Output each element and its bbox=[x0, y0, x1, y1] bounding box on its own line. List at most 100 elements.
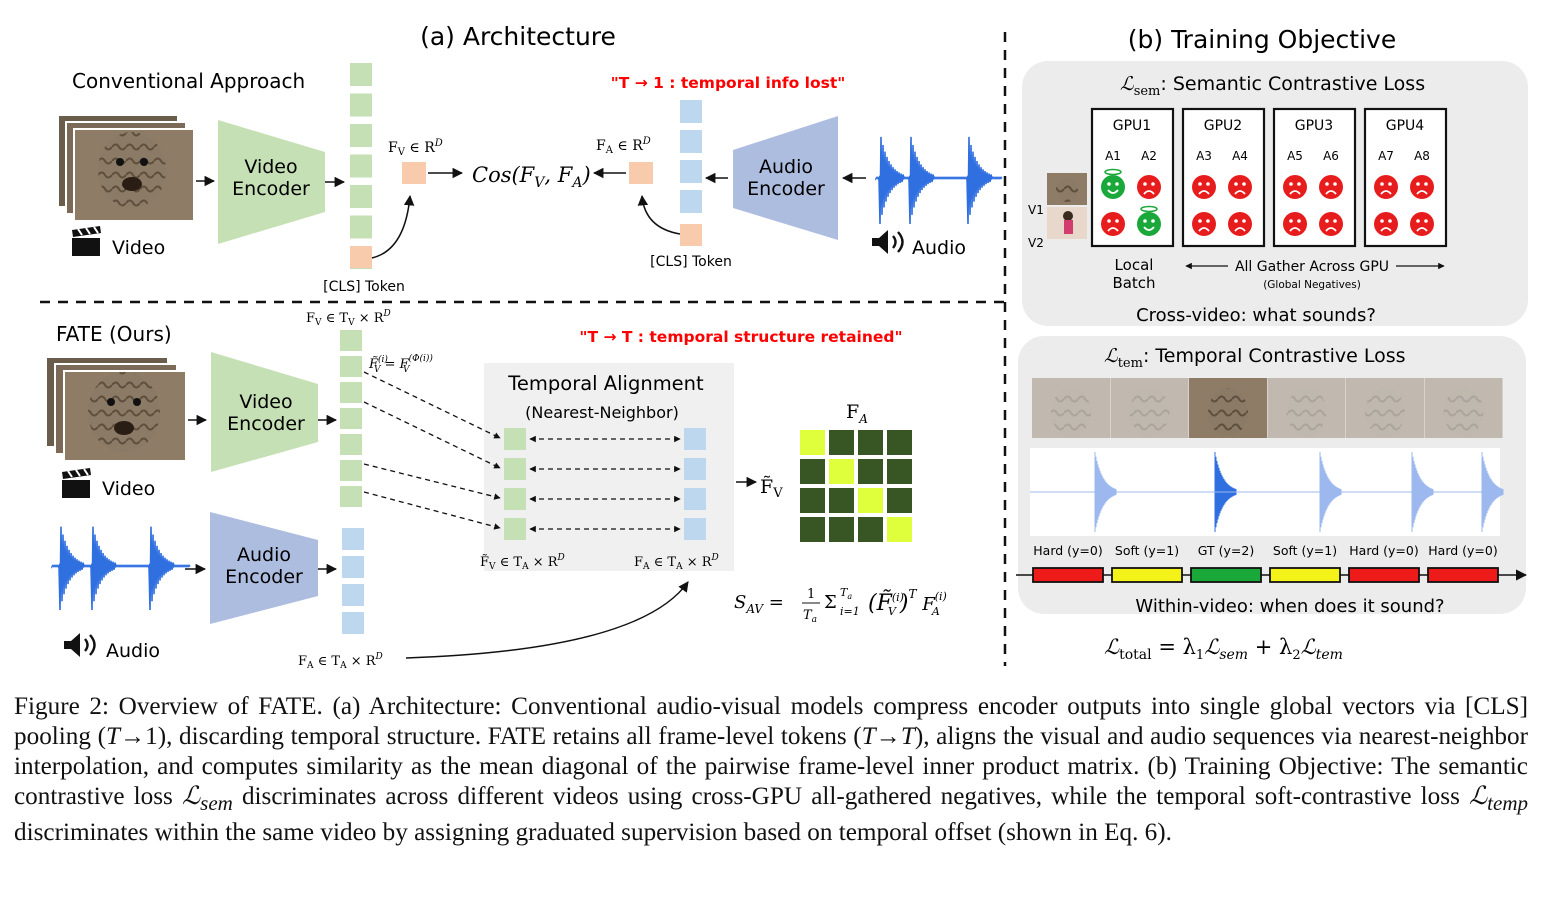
token bbox=[504, 488, 526, 510]
frame bbox=[1110, 378, 1189, 438]
frame bbox=[1346, 378, 1424, 438]
matrix-cell bbox=[800, 459, 825, 484]
nn-arrow bbox=[363, 371, 501, 439]
negative-face-icon bbox=[1101, 212, 1125, 236]
local-batch-label: Local bbox=[1115, 256, 1154, 274]
audio-label-top: Audio bbox=[912, 237, 966, 259]
token bbox=[684, 458, 706, 480]
dog-head bbox=[1051, 388, 1091, 436]
face-eye bbox=[1234, 182, 1238, 186]
face-mouth bbox=[1107, 227, 1119, 232]
face-mouth bbox=[1416, 227, 1428, 232]
negative-face-icon bbox=[1283, 212, 1307, 236]
temporal-timeline: Hard (y=0)Soft (y=1)GT (y=2)Soft (y=1)Ha… bbox=[1016, 543, 1528, 583]
negative-face-icon bbox=[1192, 212, 1216, 236]
audio-encoder-top bbox=[733, 116, 838, 240]
face-mouth bbox=[1325, 190, 1337, 195]
face-eye bbox=[1206, 182, 1210, 186]
score-sum: Σ bbox=[824, 592, 837, 613]
fa-pooled bbox=[629, 162, 653, 184]
alignment-links bbox=[529, 435, 681, 533]
video-token-column-bottom bbox=[340, 330, 362, 507]
token bbox=[340, 382, 362, 403]
local-batch-label-2: Batch bbox=[1112, 274, 1155, 292]
temporal-retained-note: "T → T : temporal structure retained" bbox=[579, 328, 902, 346]
face-eye bbox=[1198, 219, 1202, 223]
conventional-heading: Conventional Approach bbox=[72, 69, 305, 93]
matrix-cell bbox=[858, 517, 883, 542]
face-mouth bbox=[1289, 227, 1301, 232]
matrix-cell bbox=[887, 459, 912, 484]
cls-token-audio-label: [CLS] Token bbox=[650, 254, 732, 270]
video-label-top: Video bbox=[112, 237, 165, 259]
face-eye bbox=[1234, 219, 1238, 223]
clapperboard-icon bbox=[62, 468, 91, 498]
fa-sequence-label: FA ∈ TA × RD bbox=[298, 652, 383, 671]
matrix-cell bbox=[858, 430, 883, 455]
gpu-name: GPU1 bbox=[1113, 118, 1151, 134]
figure-caption: Figure 2: Overview of FATE. (a) Architec… bbox=[14, 692, 1528, 848]
audio-encoder-top-label1: Audio bbox=[759, 156, 813, 178]
temporal-info-lost-note: "T → 1 : temporal info lost" bbox=[611, 74, 846, 92]
negative-face-icon bbox=[1374, 212, 1398, 236]
video-frames-bottom bbox=[45, 356, 187, 462]
matrix-cell bbox=[887, 430, 912, 455]
gpu-name: GPU3 bbox=[1295, 118, 1333, 134]
gpu-name: GPU4 bbox=[1386, 118, 1425, 134]
caption-math-5: ℒ bbox=[1469, 783, 1488, 810]
face-eye bbox=[1325, 182, 1329, 186]
global-negatives-label: (Global Negatives) bbox=[1263, 279, 1361, 291]
audio-label-bottom: Audio bbox=[106, 640, 160, 662]
face-mouth bbox=[1234, 227, 1246, 232]
audio-id: A6 bbox=[1323, 149, 1339, 163]
speaker-icon-bottom bbox=[64, 633, 96, 657]
token bbox=[340, 486, 362, 507]
audio-id: A5 bbox=[1287, 149, 1303, 163]
face-eye bbox=[1388, 182, 1392, 186]
segment-label: Hard (y=0) bbox=[1033, 543, 1102, 558]
caption-text-3: → bbox=[875, 723, 901, 750]
panel-a-title: (a) Architecture bbox=[420, 22, 616, 51]
token bbox=[350, 93, 372, 117]
caption-text-5: discriminates across different videos us… bbox=[232, 783, 1470, 810]
video-frames-top bbox=[57, 114, 195, 222]
token bbox=[342, 528, 364, 550]
token bbox=[504, 428, 526, 450]
frame bbox=[1189, 378, 1267, 438]
frame bbox=[1267, 378, 1346, 438]
face-mouth bbox=[1416, 190, 1428, 195]
caption-label: Figure 2: bbox=[14, 693, 109, 720]
cross-video-caption: Cross-video: what sounds? bbox=[1136, 305, 1376, 326]
negative-face-icon bbox=[1192, 175, 1216, 199]
caption-math-4-sub: sem bbox=[200, 791, 233, 816]
audio-id: A8 bbox=[1414, 149, 1430, 163]
negative-face-icon bbox=[1228, 212, 1252, 236]
face-mouth bbox=[1143, 226, 1155, 231]
dog-head bbox=[1286, 388, 1327, 436]
audio-waveform-strip bbox=[1030, 448, 1504, 536]
token bbox=[350, 185, 372, 208]
cls-token-audio bbox=[680, 224, 702, 246]
timeline-segment bbox=[1111, 567, 1183, 583]
wave-burst bbox=[1481, 452, 1504, 533]
score-sum-sub: i=1 bbox=[840, 605, 860, 618]
face-mouth bbox=[1234, 190, 1246, 195]
face-mouth bbox=[1289, 190, 1301, 195]
v1-label: V1 bbox=[1028, 203, 1044, 217]
nearest-neighbor-arrows bbox=[363, 371, 501, 530]
face-eye bbox=[1289, 219, 1293, 223]
wave-burst bbox=[1319, 452, 1342, 533]
gpu-name: GPU2 bbox=[1204, 118, 1242, 134]
video-frames-strip bbox=[1032, 378, 1503, 438]
face-mouth bbox=[1380, 227, 1392, 232]
video-encoder-top-label2: Encoder bbox=[232, 178, 310, 200]
output-fv: F̃V bbox=[760, 476, 783, 501]
face-eye bbox=[1297, 219, 1301, 223]
audio-id: A2 bbox=[1141, 149, 1157, 163]
token bbox=[350, 63, 372, 86]
v2-thumbnail bbox=[1047, 207, 1087, 239]
dog-head bbox=[1208, 388, 1248, 436]
figure-2: (a) Architecture Conventional Approach V… bbox=[40, 22, 1528, 671]
matrix-cell bbox=[829, 517, 854, 542]
face-mouth bbox=[1325, 227, 1337, 232]
